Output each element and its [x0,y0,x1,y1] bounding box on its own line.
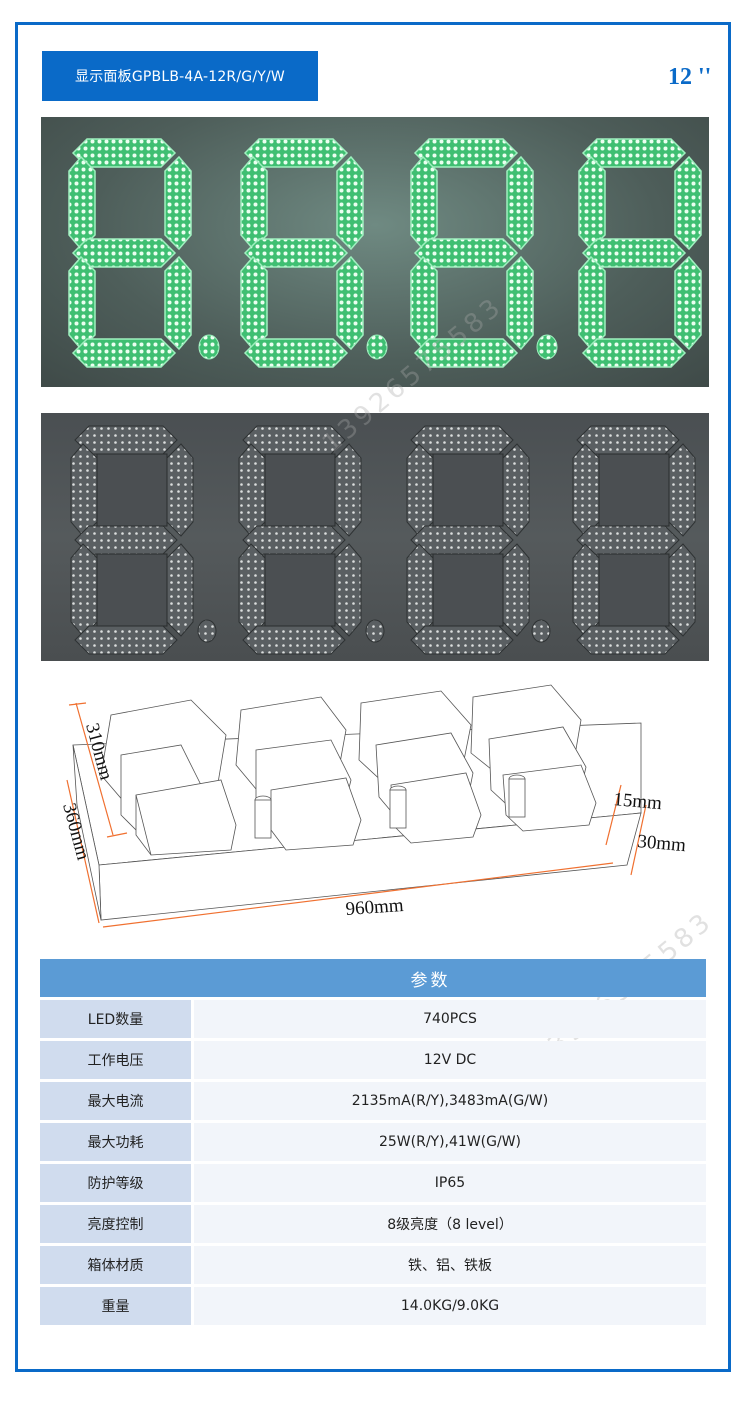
spec-value: 12V DC [194,1041,706,1079]
product-title-banner: 显示面板GPBLB-4A-12R/G/Y/W [42,51,318,101]
table-row: 防护等级 IP65 [40,1164,706,1202]
table-row: 最大功耗 25W(R/Y),41W(G/W) [40,1123,706,1161]
spec-value: 740PCS [194,1000,706,1038]
spec-label: 最大电流 [40,1082,191,1120]
spec-label: 重量 [40,1287,191,1325]
spec-label: 亮度控制 [40,1205,191,1243]
spec-value: 8级亮度（8 level） [194,1205,706,1243]
spec-label: 最大功耗 [40,1123,191,1161]
page-frame [15,22,731,1372]
spec-value: 2135mA(R/Y),3483mA(G/W) [194,1082,706,1120]
lit-display-photo [41,117,709,387]
spec-value: 铁、铝、铁板 [194,1246,706,1284]
spec-label: 箱体材质 [40,1246,191,1284]
table-row: 最大电流 2135mA(R/Y),3483mA(G/W) [40,1082,706,1120]
unlit-display-photo [41,413,709,661]
digit-depth-dimension: 15mm [613,789,663,814]
spec-label: 防护等级 [40,1164,191,1202]
dimension-drawing: 310mm 360mm 960mm 15mm 30mm [41,675,709,945]
spec-value: IP65 [194,1164,706,1202]
spec-label: LED数量 [40,1000,191,1038]
product-title: 显示面板GPBLB-4A-12R/G/Y/W [75,69,285,85]
lit-seven-segment-digits [68,138,702,368]
digit-size-label: 12 '' [668,64,712,90]
spec-value: 14.0KG/9.0KG [194,1287,706,1325]
table-row: 亮度控制 8级亮度（8 level） [40,1205,706,1243]
table-row: LED数量 740PCS [40,1000,706,1038]
unlit-seven-segment-digits [70,425,696,655]
spec-label: 工作电压 [40,1041,191,1079]
spec-value: 25W(R/Y),41W(G/W) [194,1123,706,1161]
spec-table-header: 参数 [40,959,706,997]
table-row: 重量 14.0KG/9.0KG [40,1287,706,1325]
isometric-panel-drawing: 310mm 360mm 960mm 15mm 30mm [58,684,687,928]
spec-table: 参数 LED数量 740PCS 工作电压 12V DC 最大电流 2135mA(… [40,959,706,1325]
table-row: 箱体材质 铁、铝、铁板 [40,1246,706,1284]
table-row: 工作电压 12V DC [40,1041,706,1079]
panel-depth-dimension: 30mm [637,831,687,856]
width-dimension: 960mm [345,895,405,920]
